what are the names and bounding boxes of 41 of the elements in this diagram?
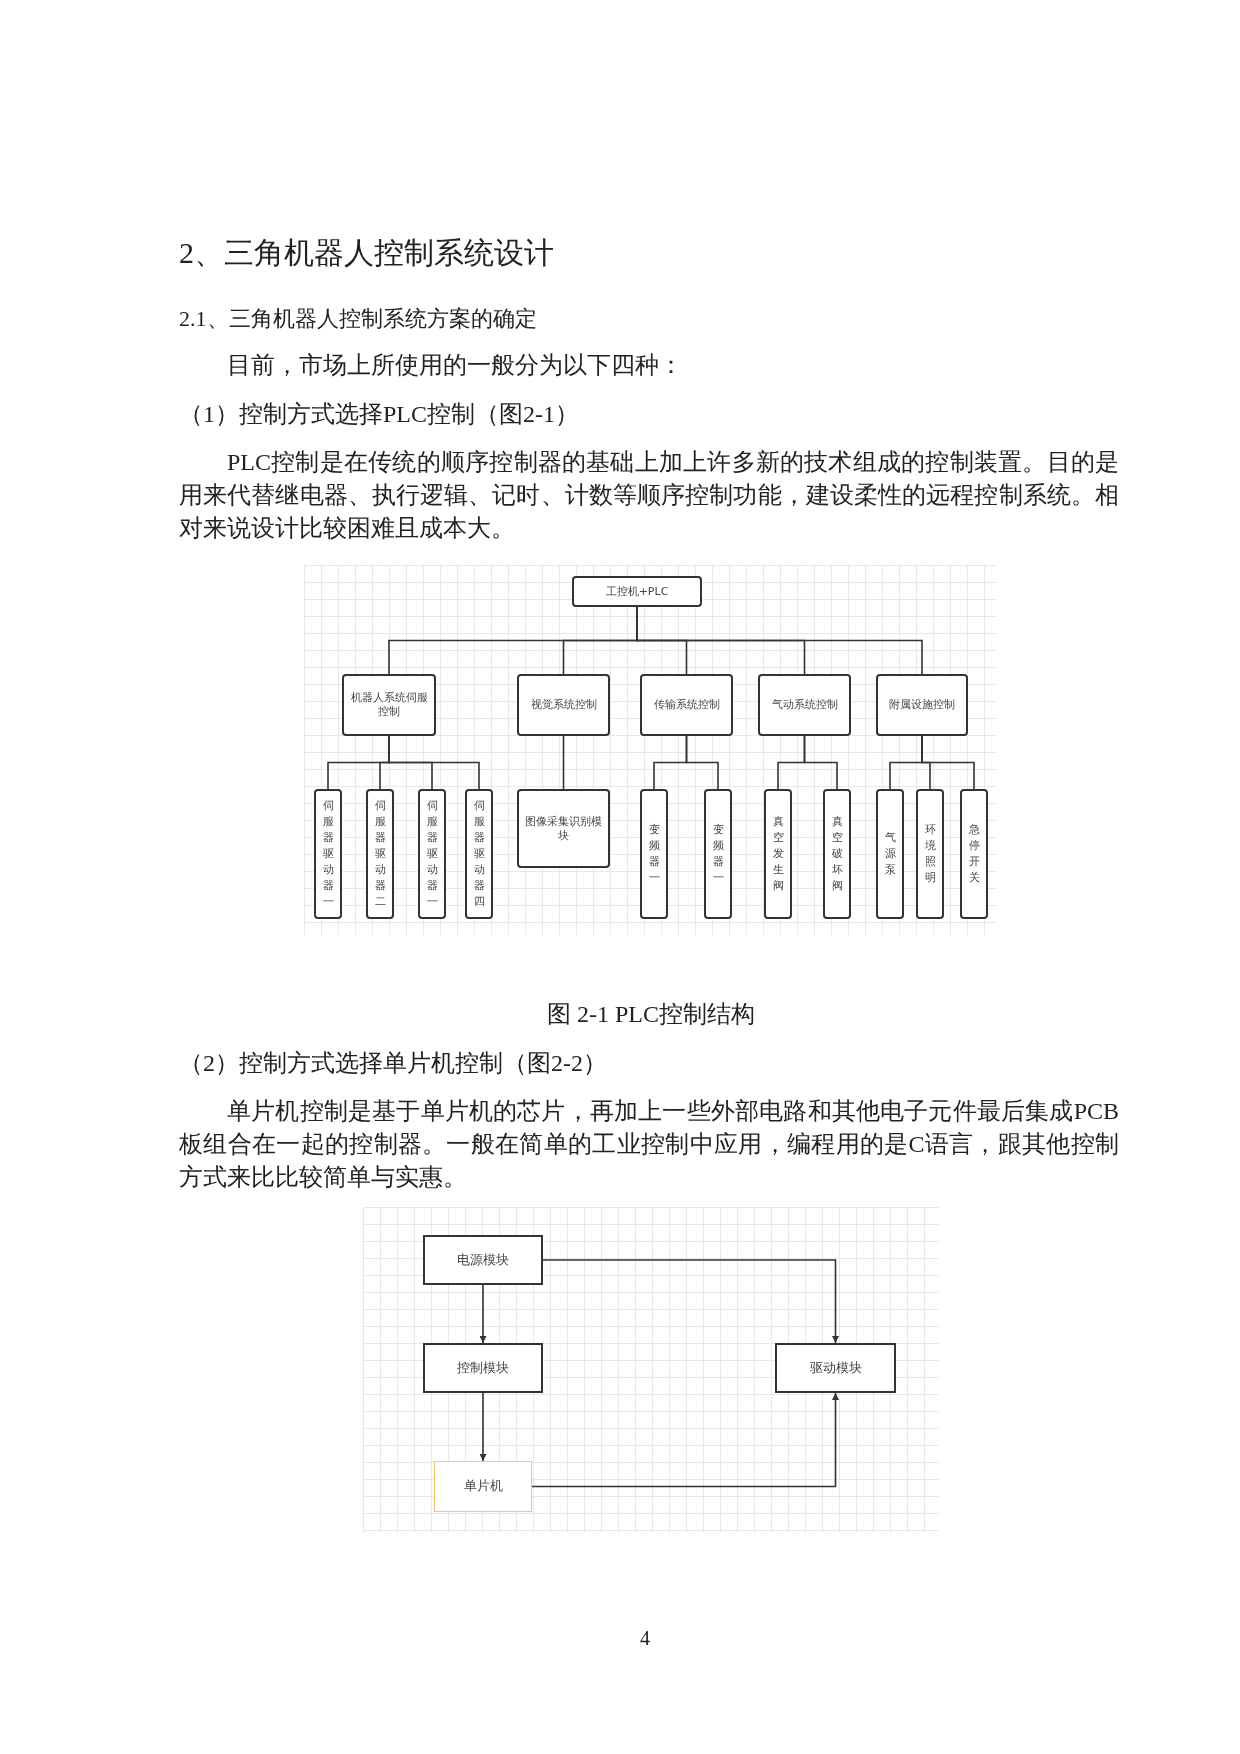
- paragraph-text: 单片机控制是基于单片机的芯片，再加上一些外部电路和其他电子元件最后集成PCB板组合在一起的控制器。一般在简单的工业控制中应用，编程用的是C语言，跟其他控制方式来比比较简单与实惠。: [179, 1097, 1119, 1192]
- module-box: 图像采集识别模块: [517, 789, 610, 868]
- connector-line: [921, 735, 975, 790]
- device-box: 伺服器驱动器一: [314, 789, 342, 919]
- list-item-heading: （2）控制方式选择单片机控制（图2-2）: [179, 1049, 607, 1078]
- device-box: 变频器一: [640, 789, 668, 919]
- device-box: 环境照明: [916, 789, 944, 919]
- module-box: 电源模块: [423, 1235, 543, 1285]
- module-box: 工控机+PLC: [572, 576, 702, 607]
- arrow: [479, 1284, 487, 1344]
- module-box: 驱动模块: [775, 1343, 896, 1393]
- section-heading: 2、三角机器人控制系统设计: [179, 235, 554, 271]
- connector-line: [562, 735, 565, 790]
- arrow: [542, 1259, 839, 1344]
- module-box: 视觉系统控制: [517, 674, 610, 736]
- connector-line: [636, 606, 923, 675]
- paragraph-text: PLC控制是在传统的顺序控制器的基础上加上许多新的技术组成的控制装置。目的是用来代替继电器、执行逻辑、记时、计数等顺序控制功能，建设柔性的远程控制系统。相对来说设计比较困难且成本大。: [179, 448, 1119, 543]
- module-box: 附属设施控制: [876, 674, 968, 736]
- subsection-heading: 2.1、三角机器人控制系统方案的确定: [179, 305, 537, 333]
- device-box: 气源泵: [876, 789, 904, 919]
- module-box: 控制模块: [423, 1343, 543, 1393]
- list-item-heading: （1）控制方式选择PLC控制（图2-1）: [179, 400, 579, 429]
- module-box: 机器人系统伺服控制: [342, 674, 436, 736]
- module-box: 气动系统控制: [758, 674, 851, 736]
- device-box: 真空发生阀: [764, 789, 792, 919]
- device-box: 急停开关: [960, 789, 988, 919]
- connector-line: [388, 735, 480, 790]
- connector-line: [803, 735, 838, 790]
- connector-line: [685, 735, 719, 790]
- device-box: 伺服器驱动器二: [366, 789, 394, 919]
- paragraph-text: 目前，市场上所使用的一般分为以下四种：: [226, 351, 684, 380]
- arrow: [479, 1392, 487, 1462]
- page-number: 4: [640, 1626, 650, 1651]
- figure-caption: 图 2-1 PLC控制结构: [547, 1000, 755, 1029]
- device-box: 变频器一: [704, 789, 732, 919]
- device-box: 伺服器驱动器四: [465, 789, 493, 919]
- module-box: 传输系统控制: [640, 674, 733, 736]
- device-box: 伺服器驱动器一: [418, 789, 446, 919]
- arrow: [531, 1392, 839, 1488]
- module-box: 单片机: [434, 1461, 532, 1512]
- device-box: 真空破坏阀: [823, 789, 851, 919]
